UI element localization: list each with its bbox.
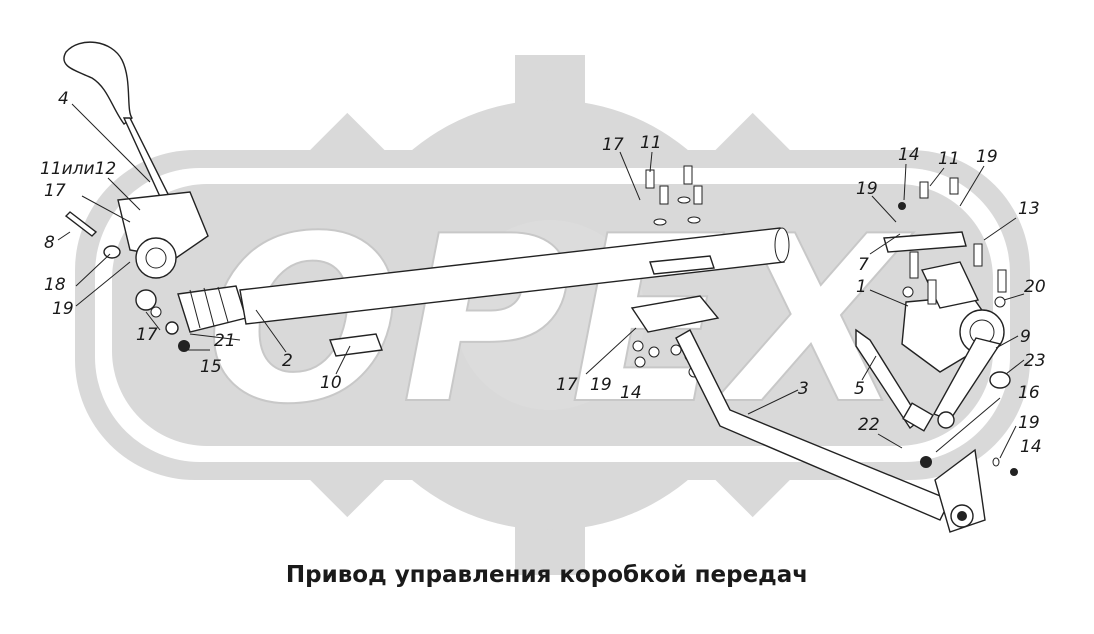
- callout-5: 5: [854, 379, 865, 399]
- callout-10: 10: [320, 373, 342, 393]
- callout-19-right: 19: [856, 179, 878, 199]
- callout-23: 23: [1024, 351, 1046, 371]
- washer-23: [989, 371, 1011, 389]
- callout-19-bracket: 19: [590, 375, 612, 395]
- callout-20: 20: [1024, 277, 1046, 297]
- lever-housing: [117, 191, 209, 259]
- plate-7: [883, 231, 967, 253]
- callout-19-lever: 19: [52, 299, 74, 319]
- shift-rod-assembly: [177, 227, 790, 357]
- callout-4: 4: [58, 89, 69, 109]
- callout-13: 13: [1018, 199, 1040, 219]
- leader-lines: [57, 103, 1025, 459]
- watermark-letters: OPEX: [206, 188, 914, 455]
- callout-18: 18: [44, 275, 66, 295]
- lever-knob: [63, 41, 133, 125]
- callout-17-lever: 17: [44, 181, 66, 201]
- gearbox-mechanism: [855, 177, 1018, 476]
- lower-rod: [675, 329, 951, 521]
- callout-7: 7: [858, 255, 869, 275]
- callout-11-or-12: 11или12: [40, 159, 116, 179]
- callout-11-top: 11: [640, 133, 662, 153]
- shift-tube: [239, 227, 785, 325]
- top-bolts: [645, 165, 703, 226]
- diagram-caption: Привод управления коробкой передач: [285, 562, 809, 588]
- callout-3: 3: [798, 379, 809, 399]
- callout-17-joint: 17: [136, 325, 158, 345]
- callout-17-bracket: 17: [556, 375, 578, 395]
- callout-15: 15: [200, 357, 222, 377]
- callout-22: 22: [858, 415, 880, 435]
- plate-10: [329, 333, 383, 357]
- callout-1: 1: [856, 277, 867, 297]
- watermark-logo: OPEX: [75, 55, 1030, 575]
- callout-16: 16: [1018, 383, 1040, 403]
- callout-14-bracket: 14: [620, 383, 642, 403]
- callout-14-right: 14: [898, 145, 920, 165]
- callout-17-top: 17: [602, 135, 624, 155]
- callout-8: 8: [44, 233, 55, 253]
- callout-21: 21: [214, 331, 236, 351]
- gear-lever-assembly: [63, 41, 209, 352]
- callout-14-bottom: 14: [1020, 437, 1042, 457]
- callout-labels: 4 11или12 17 8 18 19 17 21 15 2 10 17 11…: [40, 89, 1046, 457]
- callout-19-bottom: 19: [1018, 413, 1040, 433]
- callout-2: 2: [282, 351, 293, 371]
- lower-rod-assembly: [675, 329, 986, 533]
- callout-19-right-top: 19: [976, 147, 998, 167]
- bracket-plate: [630, 295, 720, 333]
- callout-9: 9: [1020, 327, 1031, 347]
- callout-11-right: 11: [938, 149, 960, 169]
- bolt-8: [64, 211, 98, 237]
- right-bolts: [877, 177, 1018, 476]
